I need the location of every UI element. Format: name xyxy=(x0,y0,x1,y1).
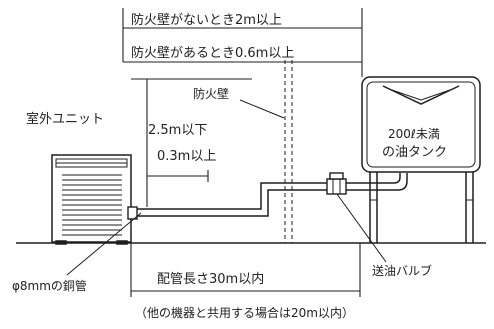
pipe-spec-label: φ8mmの銅管 xyxy=(12,278,87,293)
outdoor-unit-label: 室外ユニット xyxy=(26,111,104,127)
oil-supply-valve xyxy=(326,172,347,195)
firewall xyxy=(284,60,293,243)
tank-distance-label: 0.3m以上 xyxy=(157,149,216,164)
copper-pipe xyxy=(127,173,408,220)
dimension-firewall-absent xyxy=(122,8,363,77)
oil-tank xyxy=(361,76,481,243)
pipe-length-label: 配管長さ30m以内 xyxy=(157,271,264,287)
oil-tank-label-line1: 200ℓ未満 xyxy=(388,127,440,141)
firewall-label: 防火壁 xyxy=(193,86,229,101)
height-limit-label: 2.5m以下 xyxy=(148,123,207,138)
oil-tank-label-line2: の油タンク xyxy=(382,145,447,160)
firewall-absent-label: 防火壁がないとき2m以上 xyxy=(131,12,282,28)
firewall-present-label: 防火壁があるとき0.6m以上 xyxy=(131,45,294,61)
firewall-leader xyxy=(239,99,285,119)
height-guides xyxy=(131,78,252,207)
dimension-pipe-length xyxy=(130,243,361,297)
footnote: （他の機器と共用する場合は20m以内） xyxy=(135,305,354,320)
outdoor-unit xyxy=(51,154,132,245)
pipe-spec-leader xyxy=(66,212,142,276)
outdoor-unit-grille xyxy=(62,174,122,236)
oil-valve-leader xyxy=(336,193,387,263)
oil-valve-label: 送油バルブ xyxy=(372,263,432,278)
